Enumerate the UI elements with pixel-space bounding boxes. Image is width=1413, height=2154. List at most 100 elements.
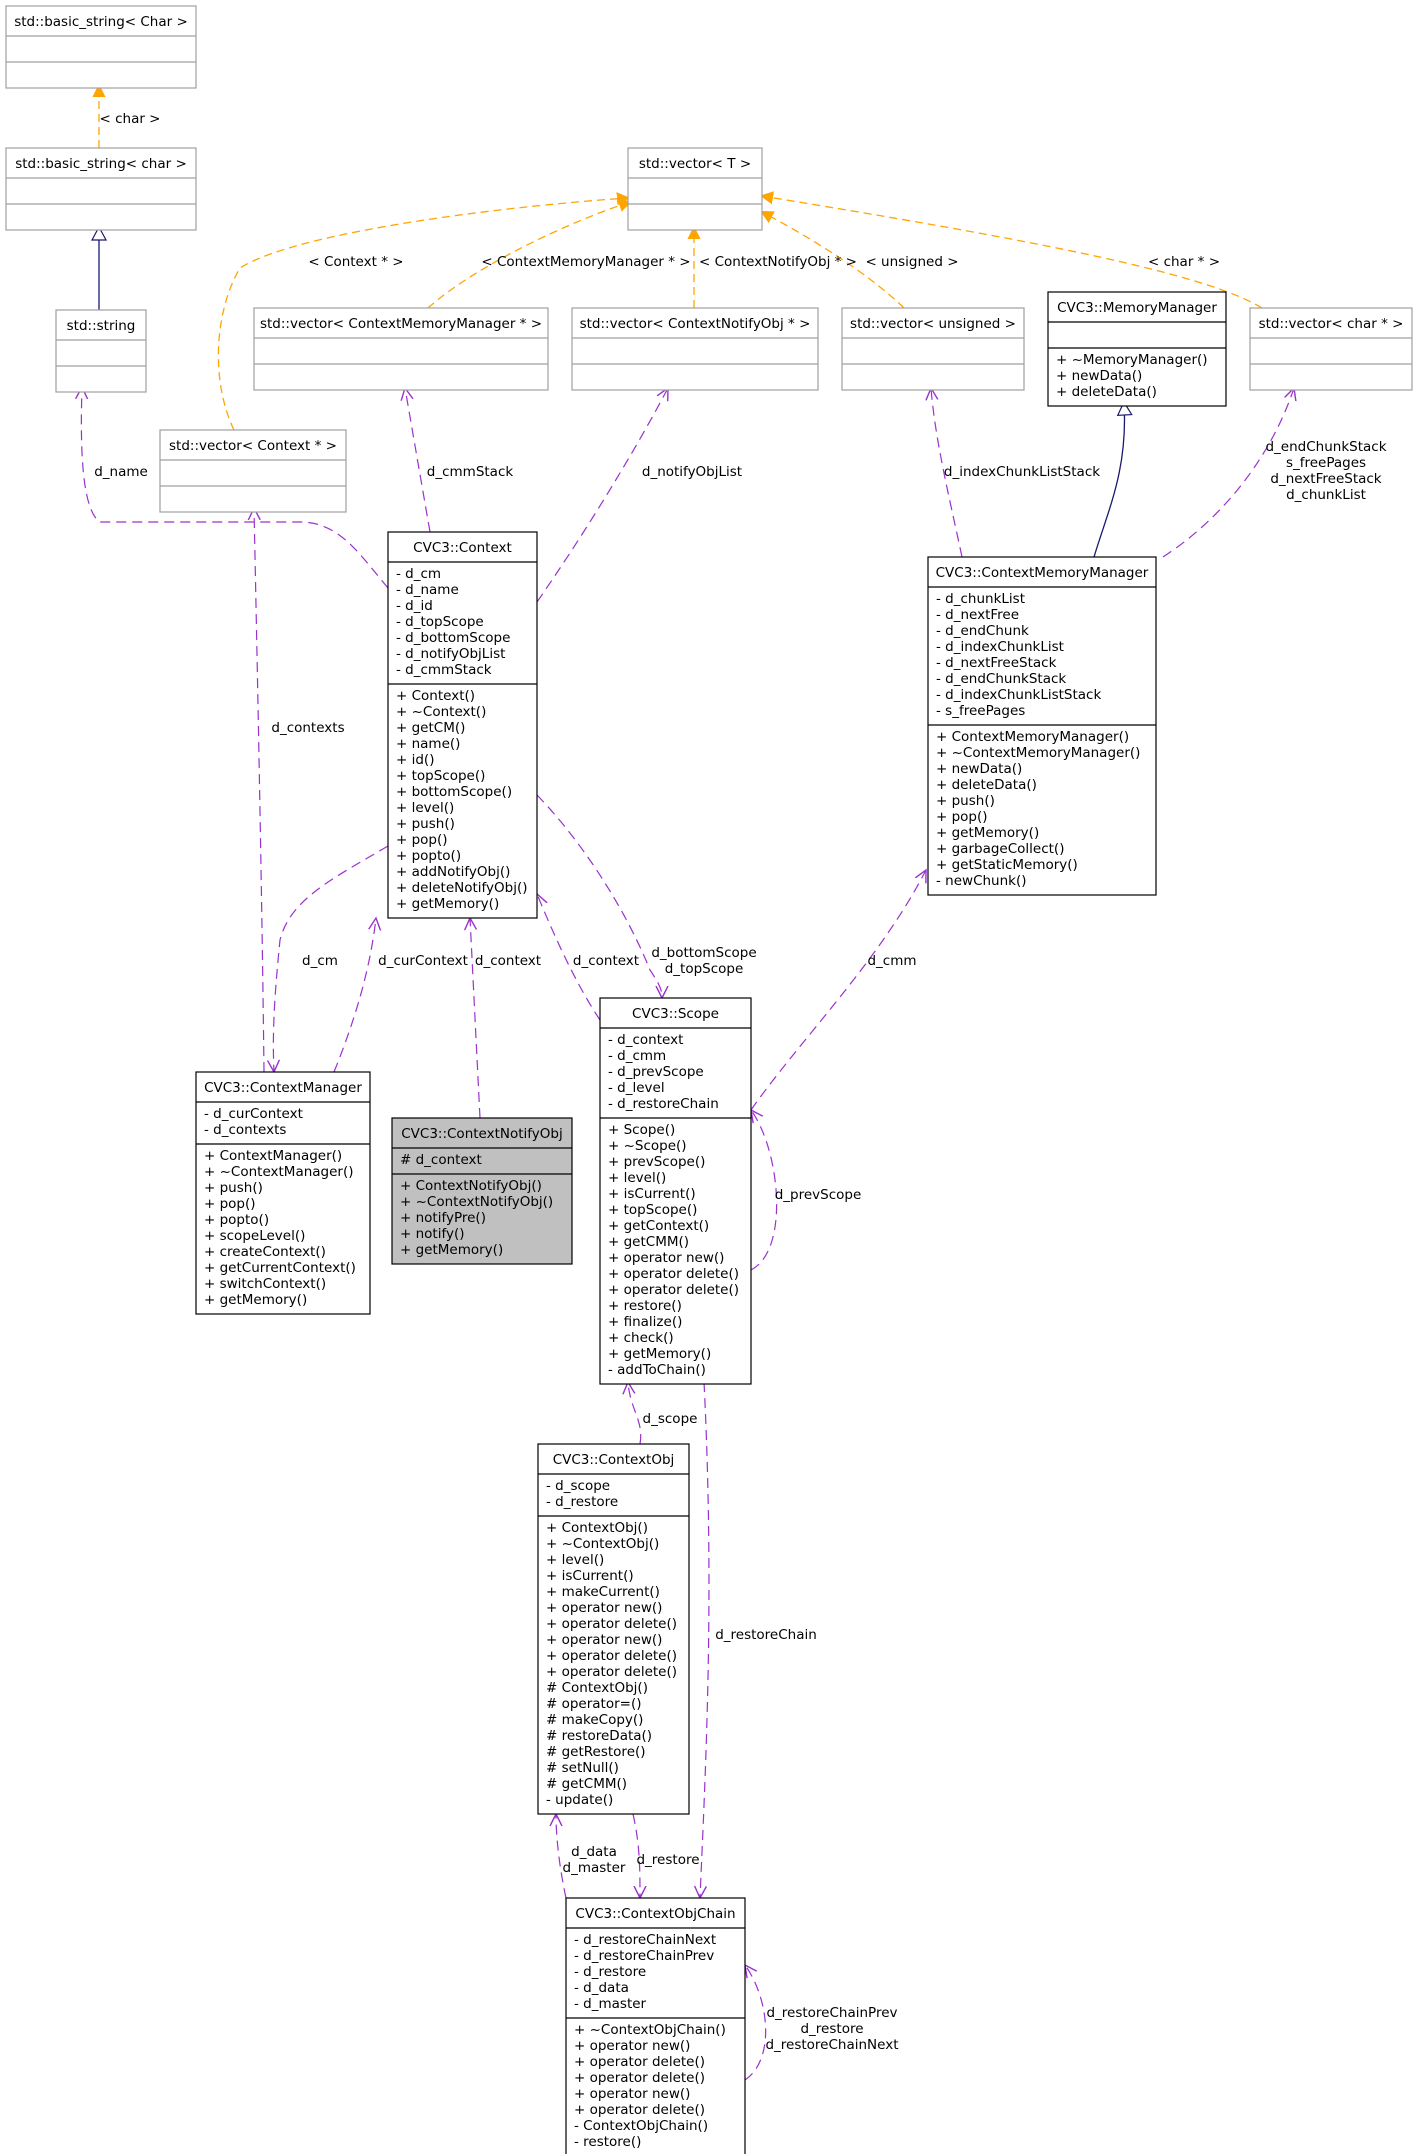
edge-label-context-ptr: < Context * > bbox=[308, 254, 403, 270]
class-node-context-obj[interactable]: CVC3::ContextObj- d_scope- d_restore+ Co… bbox=[537, 1443, 690, 1815]
class-method: # makeCopy() bbox=[546, 1712, 643, 1728]
edge-usage-cmm-chunks bbox=[1162, 388, 1294, 558]
edge-label-d-name: d_name bbox=[94, 464, 148, 480]
class-attribute: - d_id bbox=[396, 598, 433, 614]
class-title: CVC3::Context bbox=[413, 540, 512, 556]
class-method: + operator delete() bbox=[608, 1282, 739, 1298]
class-method: + isCurrent() bbox=[608, 1186, 696, 1202]
class-attribute: - d_name bbox=[396, 582, 459, 598]
edge-label-line: d_restoreChainPrev bbox=[766, 2005, 897, 2021]
class-method: + ~ContextNotifyObj() bbox=[400, 1194, 553, 1210]
class-box bbox=[1047, 291, 1227, 407]
class-attribute: - d_restore bbox=[546, 1494, 618, 1510]
edge-label-line: d_cm bbox=[302, 953, 338, 969]
class-node-basic-string-Char[interactable]: std::basic_string< Char > bbox=[5, 5, 197, 89]
edge-label-line: d_restoreChainNext bbox=[765, 2037, 898, 2053]
edge-label-line: s_freePages bbox=[1286, 455, 1366, 471]
class-node-scope[interactable]: CVC3::Scope- d_context- d_cmm- d_prevSco… bbox=[599, 997, 752, 1385]
class-method: + bottomScope() bbox=[396, 784, 512, 800]
class-attribute: - d_contexts bbox=[204, 1122, 286, 1138]
class-attribute: - d_notifyObjList bbox=[396, 646, 505, 662]
class-node-vector-cmm[interactable]: std::vector< ContextMemoryManager * > bbox=[253, 307, 549, 391]
edge-label-line: d_data bbox=[571, 1844, 617, 1860]
edge-label-notify-ptr: < ContextNotifyObj * > bbox=[699, 254, 857, 270]
class-node-vector-notify[interactable]: std::vector< ContextNotifyObj * > bbox=[571, 307, 819, 391]
class-method: + pop() bbox=[936, 809, 988, 825]
class-node-memory-manager[interactable]: CVC3::MemoryManager+ ~MemoryManager()+ n… bbox=[1047, 291, 1227, 407]
class-node-vector-char[interactable]: std::vector< char * > bbox=[1249, 307, 1413, 391]
class-box bbox=[627, 147, 763, 231]
class-method: + operator delete() bbox=[546, 1664, 677, 1680]
class-method: + ~ContextObj() bbox=[546, 1536, 659, 1552]
class-node-basic-string-char[interactable]: std::basic_string< char > bbox=[5, 147, 197, 231]
edge-label-line: d_indexChunkListStack bbox=[944, 464, 1100, 480]
class-attribute: - d_indexChunkListStack bbox=[936, 687, 1101, 703]
class-node-context-notify-obj[interactable]: CVC3::ContextNotifyObj# d_context+ Conte… bbox=[391, 1117, 573, 1265]
class-method: + getMemory() bbox=[936, 825, 1039, 841]
edge-template-context bbox=[217, 198, 628, 431]
edge-usage-notify-d-context bbox=[470, 918, 481, 1119]
edge-usage-d-restorechain bbox=[700, 1381, 710, 1898]
class-title: CVC3::MemoryManager bbox=[1057, 300, 1217, 316]
edge-label-d-contexts: d_contexts bbox=[271, 720, 344, 736]
class-method: + notifyPre() bbox=[400, 1210, 486, 1226]
class-node-context[interactable]: CVC3::Context- d_cm- d_name- d_id- d_top… bbox=[387, 531, 538, 919]
class-node-context-memory-manager[interactable]: CVC3::ContextMemoryManager- d_chunkList-… bbox=[927, 556, 1157, 896]
edge-label-d-cm: d_cm bbox=[302, 953, 338, 969]
class-method: + newData() bbox=[1056, 368, 1142, 384]
edge-label-line: < unsigned > bbox=[865, 254, 958, 270]
edge-label-line: d_contexts bbox=[271, 720, 344, 736]
edge-label-line: < Context * > bbox=[308, 254, 403, 270]
class-title: std::basic_string< char > bbox=[15, 156, 187, 172]
class-node-context-manager[interactable]: CVC3::ContextManager- d_curContext- d_co… bbox=[195, 1071, 371, 1315]
class-method: - newChunk() bbox=[936, 873, 1027, 889]
class-method: + push() bbox=[204, 1180, 263, 1196]
class-method: + getCM() bbox=[396, 720, 465, 736]
edge-label-line: d_master bbox=[563, 1860, 626, 1876]
class-method: + isCurrent() bbox=[546, 1568, 634, 1584]
class-method: + operator delete() bbox=[574, 2070, 705, 2086]
class-method: + getMemory() bbox=[204, 1292, 307, 1308]
class-attribute: - d_cm bbox=[396, 566, 441, 582]
edge-label-line: d_prevScope bbox=[775, 1187, 862, 1203]
class-node-std-string[interactable]: std::string bbox=[55, 309, 147, 393]
class-method: + ContextNotifyObj() bbox=[400, 1178, 542, 1194]
class-node-context-obj-chain[interactable]: CVC3::ContextObjChain- d_restoreChainNex… bbox=[565, 1897, 746, 2154]
edge-label-char: < char > bbox=[99, 111, 160, 127]
class-method: # ContextObj() bbox=[546, 1680, 648, 1696]
class-title: std::basic_string< Char > bbox=[14, 14, 188, 30]
edge-usage-d-restore bbox=[632, 1813, 640, 1898]
class-box bbox=[1249, 307, 1413, 391]
class-method: + makeCurrent() bbox=[546, 1584, 660, 1600]
edge-label-line: d_curContext bbox=[378, 953, 468, 969]
class-node-vector-context[interactable]: std::vector< Context * > bbox=[159, 429, 347, 513]
class-attribute: - d_bottomScope bbox=[396, 630, 510, 646]
edge-label-line: d_cmm bbox=[867, 953, 916, 969]
edge-label-notify-d-context: d_context bbox=[475, 953, 541, 969]
class-title: CVC3::ContextObjChain bbox=[575, 1906, 735, 1922]
class-box bbox=[195, 1071, 371, 1315]
class-method: - addToChain() bbox=[608, 1362, 706, 1378]
class-node-vector-unsigned[interactable]: std::vector< unsigned > bbox=[841, 307, 1025, 391]
edge-label-line: d_restore bbox=[800, 2021, 863, 2037]
class-method: + getMemory() bbox=[396, 896, 499, 912]
edges bbox=[81, 86, 1294, 2081]
class-attribute: - d_level bbox=[608, 1080, 665, 1096]
class-attribute: - d_endChunk bbox=[936, 623, 1029, 639]
class-attribute: - d_scope bbox=[546, 1478, 610, 1494]
class-node-vector-T[interactable]: std::vector< T > bbox=[627, 147, 763, 231]
class-method: + getCurrentContext() bbox=[204, 1260, 356, 1276]
edge-label-line: d_scope bbox=[643, 1411, 698, 1427]
edge-label-d-notifyObjList: d_notifyObjList bbox=[642, 464, 742, 480]
class-method: + topScope() bbox=[608, 1202, 697, 1218]
edge-label-line: < char > bbox=[99, 111, 160, 127]
class-method: + deleteData() bbox=[1056, 384, 1157, 400]
edge-label-line: d_restore bbox=[636, 1852, 699, 1868]
class-method: + operator new() bbox=[574, 2086, 690, 2102]
class-attribute: - d_topScope bbox=[396, 614, 484, 630]
class-attribute: - d_prevScope bbox=[608, 1064, 704, 1080]
class-method: + level() bbox=[396, 800, 454, 816]
edge-usage-d-indexchunkliststack bbox=[931, 388, 963, 558]
class-method: + operator new() bbox=[546, 1632, 662, 1648]
